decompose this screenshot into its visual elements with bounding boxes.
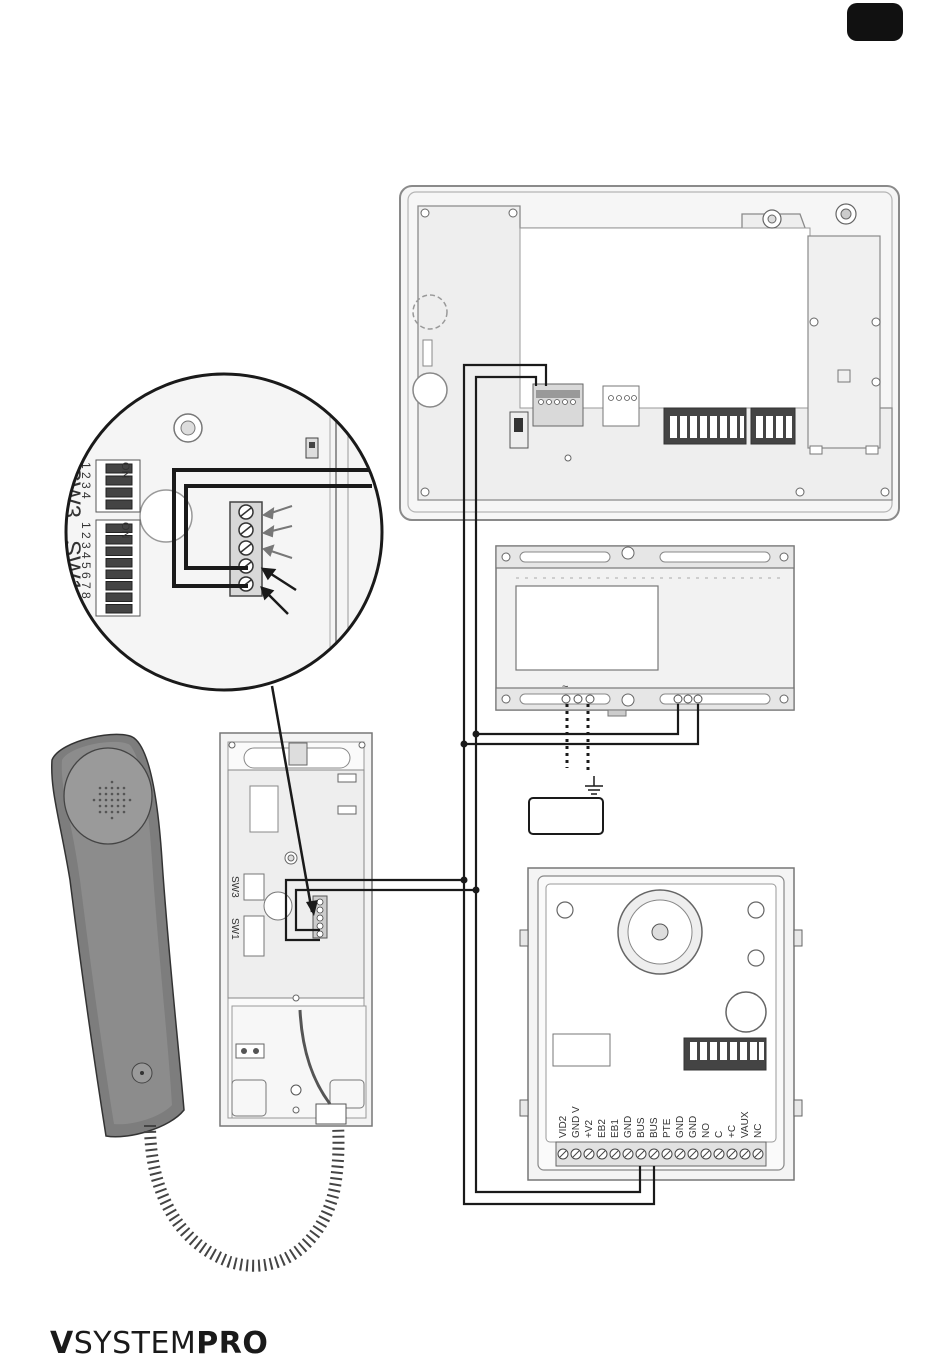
- sw1-key: [106, 570, 132, 579]
- panel-terminal-label: GND: [623, 1116, 634, 1138]
- sw3-key: [106, 500, 132, 509]
- zoom-detail: ON ON 1 2 3 4 1 2 3 4 5 6 7 8 SW3 SW1: [58, 370, 390, 700]
- brand-logo: VSYSTEMPRO: [50, 1326, 268, 1361]
- brand-system: SYSTEM: [74, 1326, 197, 1361]
- brand-v: V: [50, 1326, 74, 1361]
- panel-terminal-label: GND: [688, 1116, 699, 1138]
- earth-symbol: [585, 776, 603, 794]
- panel-terminal-label: VID2: [558, 1115, 569, 1138]
- panel-terminal-label: NO: [701, 1123, 712, 1138]
- panel-terminal-label: C: [714, 1131, 725, 1138]
- sw1-key: [106, 559, 132, 568]
- sw1-key: [106, 605, 132, 614]
- mains-input: [567, 704, 588, 772]
- sw1-key: [106, 547, 132, 556]
- brand-pro: PRO: [196, 1326, 268, 1361]
- mains-box: [529, 798, 603, 834]
- panel-terminal-label: BUS: [636, 1117, 647, 1138]
- panel-terminal-label: EB1: [610, 1119, 621, 1138]
- panel-terminal-label: +V2: [584, 1119, 595, 1138]
- handset-cord: [150, 1120, 339, 1266]
- panel-terminal-label: VAUX: [740, 1111, 751, 1138]
- unit-sw1-label: SW1: [229, 918, 240, 940]
- sw1-key: [106, 582, 132, 591]
- zoom-sw1-on: ON: [119, 522, 131, 539]
- page-tab-marker: [847, 3, 903, 41]
- panel-terminal-label: EB2: [597, 1119, 608, 1138]
- panel-terminal-label: PTE: [662, 1118, 673, 1138]
- ac-symbol: ~: [562, 681, 568, 693]
- panel-terminal-label: NC: [753, 1124, 764, 1138]
- power-supply: ~: [496, 546, 794, 716]
- zoom-sw1-label: SW1: [58, 540, 85, 592]
- panel-terminal-label: BUS: [649, 1117, 660, 1138]
- sw3-key: [106, 488, 132, 497]
- panel-terminal-label: GND: [675, 1116, 686, 1138]
- video-monitor: [400, 186, 899, 520]
- zoom-sw3-on: ON: [119, 462, 131, 479]
- panel-terminal-label: +C: [727, 1125, 738, 1138]
- unit-sw3-label: SW3: [229, 876, 240, 898]
- panel-terminal-label: GND V: [571, 1106, 582, 1138]
- sw1-key: [106, 593, 132, 602]
